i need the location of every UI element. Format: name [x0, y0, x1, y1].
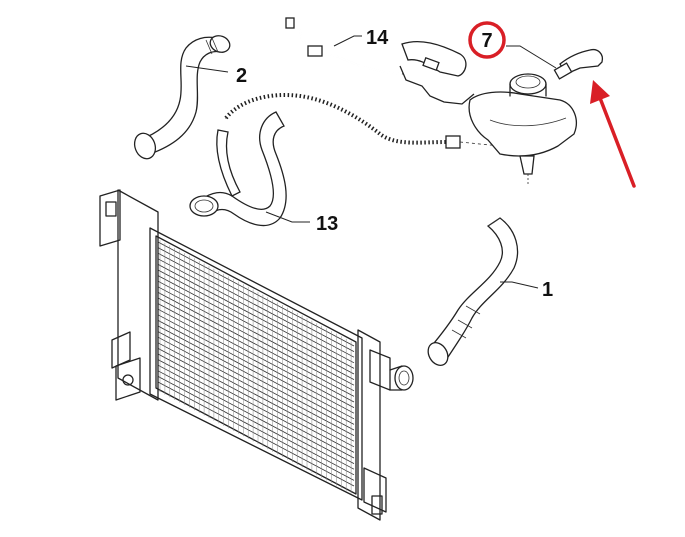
upper-hose-2: [133, 35, 231, 160]
radiator-fin: [157, 376, 355, 481]
radiator-fin: [157, 264, 355, 369]
radiator-fin: [157, 359, 355, 464]
callout-13: 13: [316, 213, 338, 235]
hose-assembly-13: [189, 93, 501, 227]
radiator-fin: [157, 320, 355, 425]
radiator-fin: [157, 353, 355, 459]
leader-line-2: [185, 65, 229, 73]
callout-2: 2: [236, 65, 247, 87]
radiator-fin: [157, 364, 355, 470]
highlight-arrow: [590, 80, 636, 188]
radiator-fin: [157, 258, 355, 364]
bleed-pipe-14: [285, 17, 475, 105]
radiator-fin: [157, 331, 355, 436]
leader-line-1: [500, 281, 539, 289]
radiator-fin: [157, 297, 355, 403]
highlight-ring: [468, 21, 506, 59]
radiator-fin: [157, 348, 355, 453]
lower-radiator-hose: [427, 217, 519, 366]
leader-line-13: [265, 211, 310, 223]
expansion-tank: [468, 48, 604, 184]
radiator-fin: [157, 292, 355, 397]
radiator: [99, 189, 414, 521]
radiator-fin: [157, 269, 355, 375]
radiator-fin: [157, 370, 355, 476]
radiator-fin: [157, 247, 355, 352]
radiator-fin: [157, 241, 355, 347]
radiator-fin: [157, 325, 355, 431]
callout-14: 14: [366, 27, 389, 49]
callout-7: 7: [481, 30, 492, 52]
radiator-fin: [157, 336, 355, 442]
radiator-fin: [157, 286, 355, 392]
radiator-fin: [157, 314, 355, 420]
radiator-fin: [157, 280, 355, 386]
radiator-fin: [157, 275, 355, 380]
callout-1: 1: [542, 279, 553, 301]
radiator-fin: [157, 308, 355, 414]
radiator-fin: [157, 252, 355, 358]
radiator-fin: [157, 303, 355, 408]
leader-line-7: [506, 45, 557, 69]
leader-line-14: [333, 35, 362, 47]
radiator-fin: [157, 342, 355, 448]
radiator-fin: [157, 381, 355, 487]
